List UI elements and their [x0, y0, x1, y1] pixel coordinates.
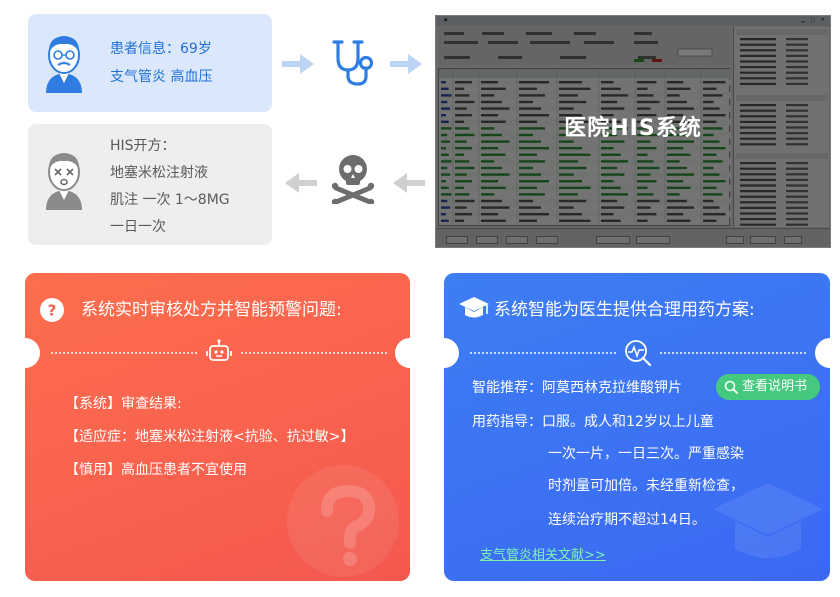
dosage-text: 肌注 一次 1～8MG [110, 192, 230, 208]
skull-crossbones-icon [331, 155, 375, 204]
card-notch-left [25, 338, 40, 368]
plan-card-title: 系统智能为医生提供合理用药方案: [494, 300, 755, 320]
his-system-label: 医院HIS系统 [564, 116, 702, 141]
search-icon [724, 380, 738, 394]
card-notch-right [815, 338, 830, 368]
card-notch-right [395, 338, 410, 368]
his-screenshot-overlay [436, 16, 830, 247]
dotted-divider [660, 352, 806, 354]
svg-text:?: ? [48, 302, 57, 320]
arrow-left-icon [285, 173, 317, 193]
dosage-guide-line-1: 用药指导：口服。成人和12岁以上儿童 [472, 414, 714, 430]
sick-elderly-man-icon [46, 153, 82, 210]
question-watermark-icon [321, 485, 376, 566]
patient-diagnosis-text: 支气管炎 高血压 [110, 69, 213, 85]
caution-text: 【慎用】高血压患者不宜使用 [65, 462, 247, 478]
indication-text: 【适应症：地塞米松注射液<抗验、抗过敏>】 [65, 429, 355, 445]
arrow-left-icon [393, 173, 425, 193]
review-result-text: 【系统】审查结果: [65, 396, 182, 412]
prescription-warning-card: ? 系统实时审核处方并智能预警问题: 【系统】审查结果: 【适应症：地塞米松注射… [25, 273, 410, 581]
view-manual-label: 查看说明书 [742, 379, 808, 394]
warning-card-title: 系统实时审核处方并智能预警问题: [81, 300, 342, 320]
drug-name-text: 地塞米松注射液 [110, 165, 208, 181]
robot-icon [206, 339, 232, 361]
elderly-man-icon [46, 36, 82, 93]
card-notch-left [444, 338, 459, 368]
related-literature-link[interactable]: 支气管炎相关文献>> [480, 548, 606, 563]
dosage-guide-line-2: 一次一片，一日三次。严重感染 [548, 446, 744, 462]
his-system-screenshot: ▪ ▁ ▢ ✕ 医院HIS系统 [435, 15, 831, 248]
graduation-cap-icon [459, 297, 489, 318]
medication-plan-card: 系统智能为医生提供合理用药方案: 智能推荐：阿莫西林克拉维酸钾片 查看说明书 用… [444, 273, 830, 581]
dotted-divider [470, 352, 616, 354]
dosage-guide-line-4: 连续治疗期不超过14日。 [548, 512, 706, 528]
his-prescription-label: HIS开方： [110, 138, 176, 154]
search-pulse-icon [625, 340, 652, 367]
patient-info-text: 患者信息：69岁 [110, 41, 212, 57]
question-watermark [287, 465, 399, 577]
arrow-right-icon [390, 54, 422, 74]
dotted-divider [241, 352, 387, 354]
graduation-cap-watermark-icon [713, 483, 823, 558]
frequency-text: 一日一次 [110, 219, 166, 235]
his-prescription-card: HIS开方： 地塞米松注射液 肌注 一次 1～8MG 一日一次 [28, 124, 272, 245]
stethoscope-icon [332, 40, 374, 86]
dotted-divider [51, 352, 197, 354]
question-icon: ? [40, 298, 64, 322]
dosage-guide-line-3: 时剂量可加倍。未经重新检查， [548, 478, 744, 494]
recommended-drug-text: 智能推荐：阿莫西林克拉维酸钾片 [472, 380, 682, 396]
arrow-right-icon [282, 54, 314, 74]
view-manual-button[interactable]: 查看说明书 [716, 374, 820, 400]
patient-info-card: 患者信息：69岁 支气管炎 高血压 [28, 14, 272, 112]
